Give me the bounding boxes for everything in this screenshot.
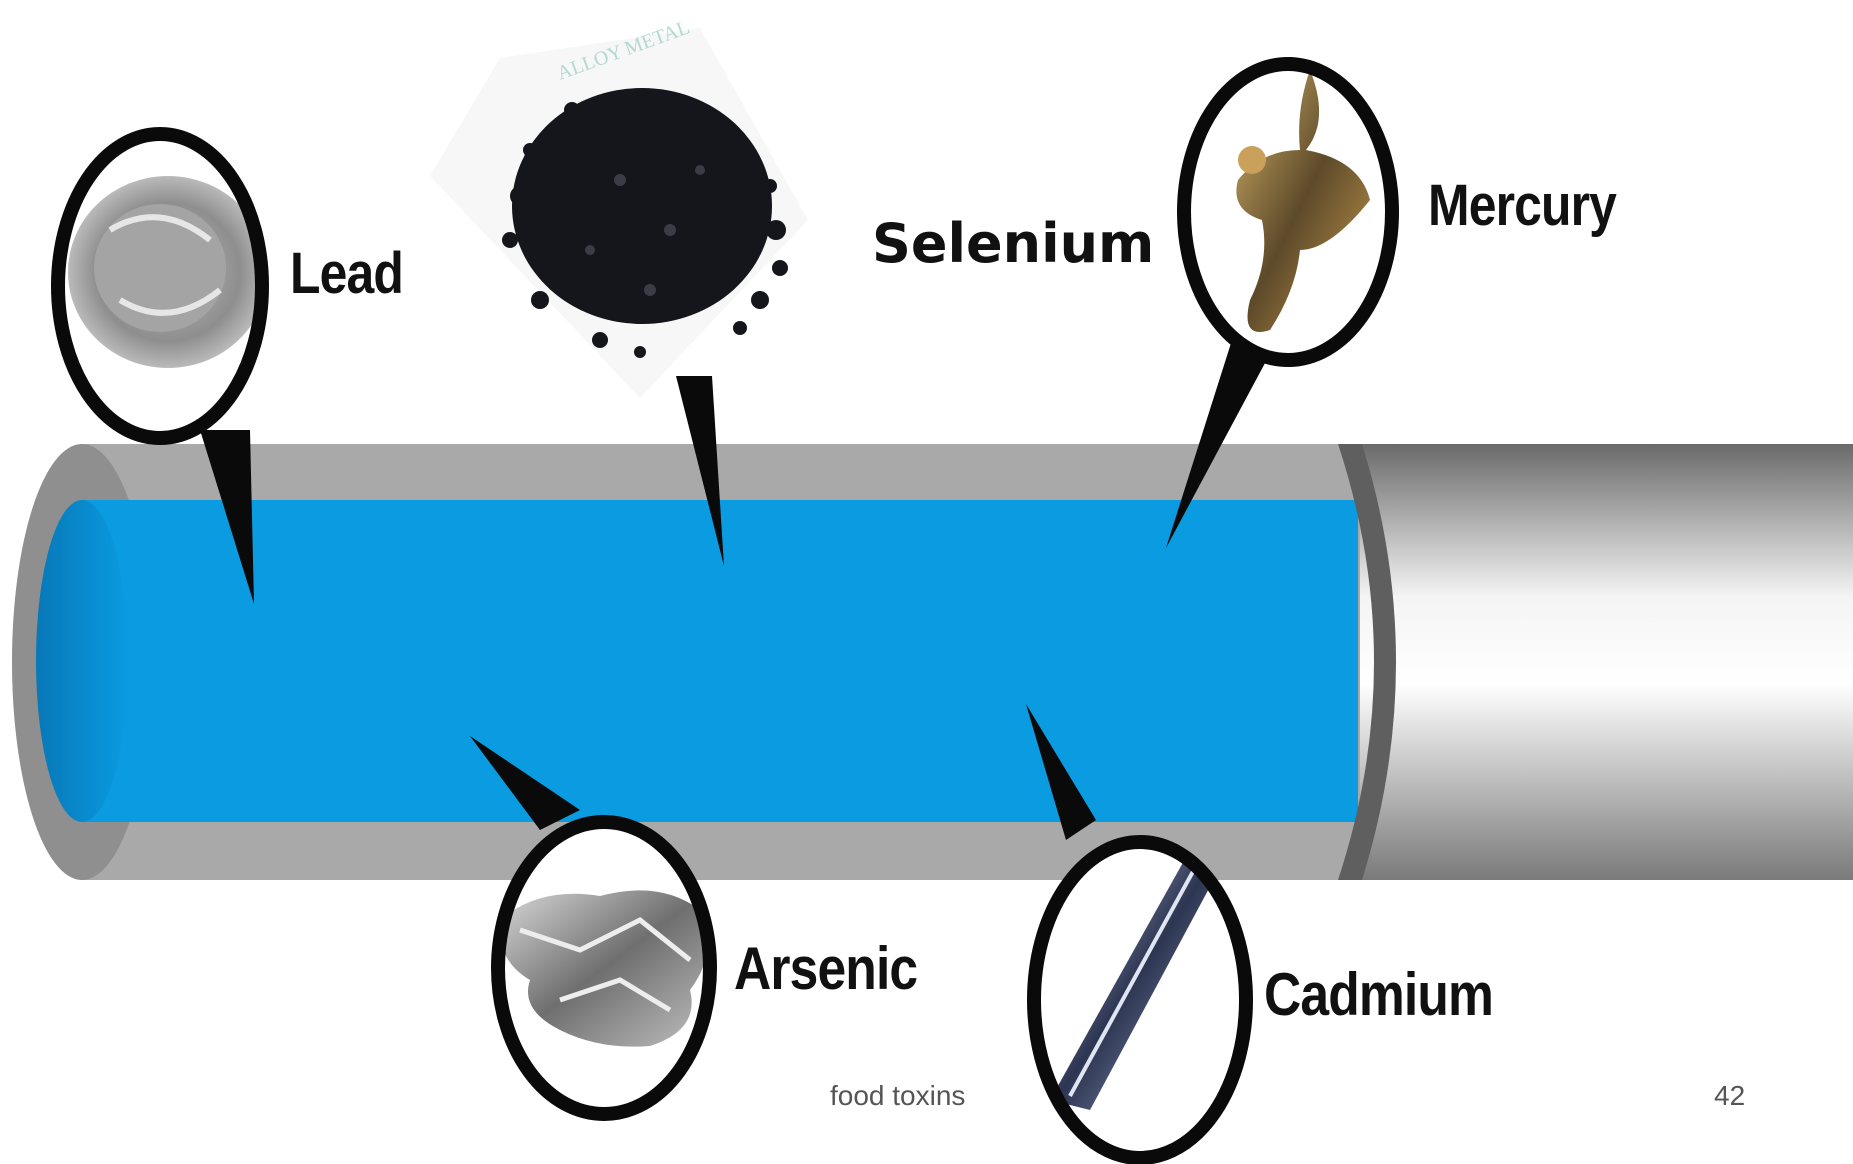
- footer-title: food toxins: [830, 1080, 965, 1112]
- pipe-outer-section: [1338, 444, 1853, 880]
- pipe: [12, 444, 1853, 880]
- page-number: 42: [1714, 1080, 1745, 1112]
- label-cadmium: Cadmium: [1264, 960, 1493, 1029]
- label-lead: Lead: [290, 240, 403, 307]
- pipe-water-left-end: [36, 500, 128, 822]
- label-selenium: Selenium: [872, 212, 1154, 275]
- label-arsenic: Arsenic: [734, 934, 917, 1003]
- label-mercury: Mercury: [1428, 172, 1616, 239]
